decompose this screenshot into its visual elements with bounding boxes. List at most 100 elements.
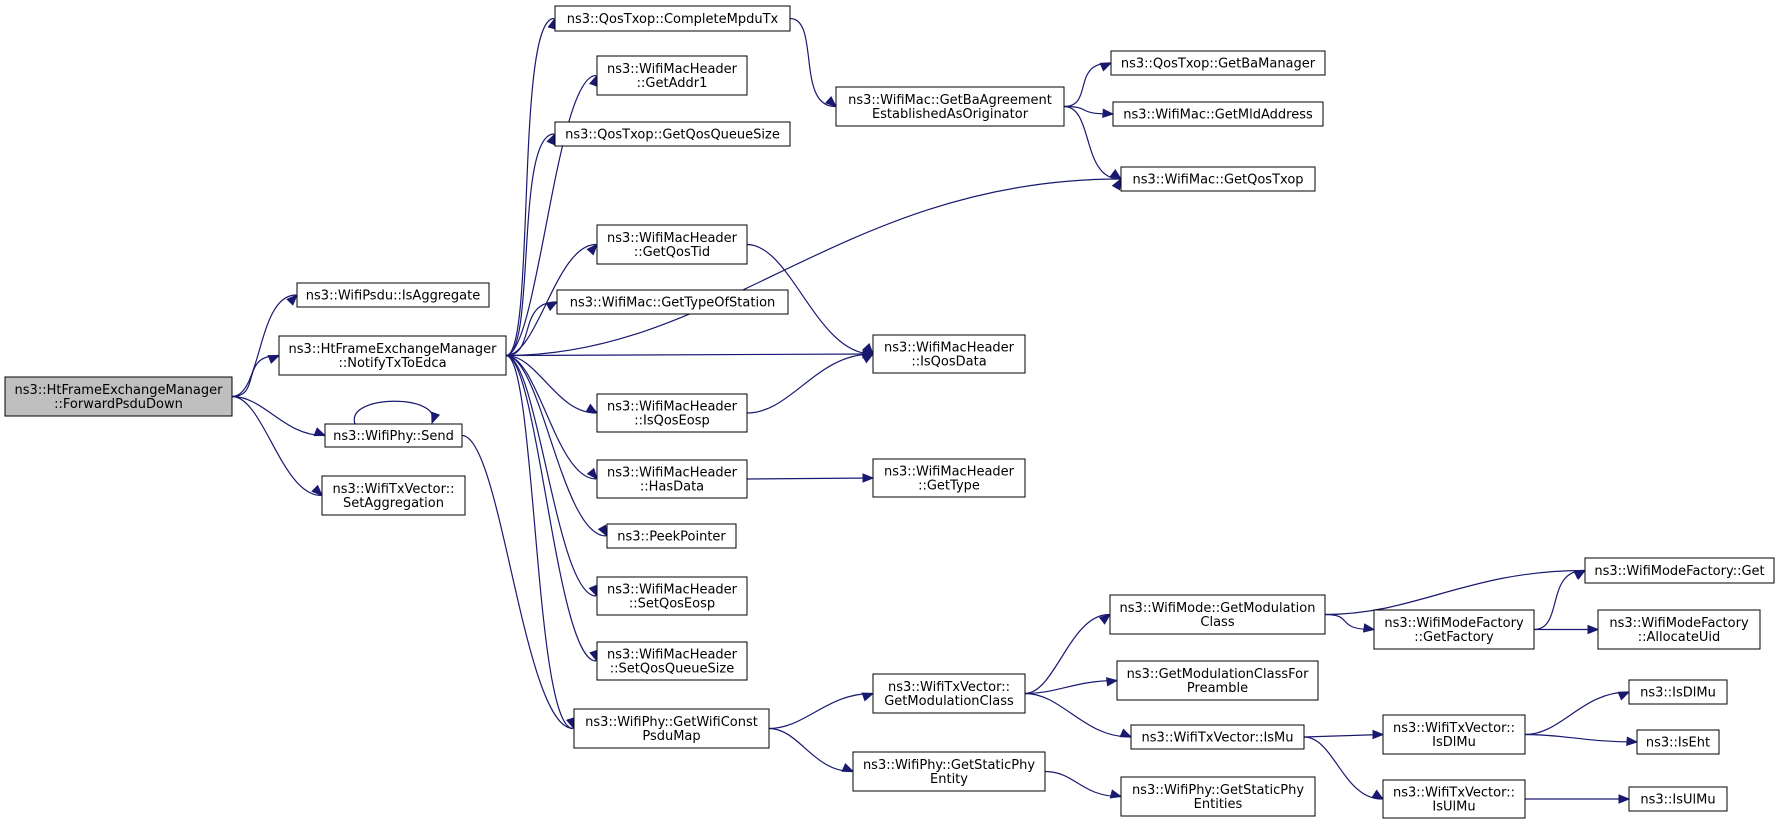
edge-completempdu-to-getbaagreement bbox=[789, 17, 838, 108]
node-label-line: GetModulationClass bbox=[884, 694, 1014, 709]
node-box bbox=[1373, 609, 1535, 650]
node-label-line: ns3::WifiMacHeader bbox=[607, 648, 738, 663]
edge-root-to-notifytx bbox=[231, 354, 281, 398]
node-label-line: ns3::WifiMode::GetModulation bbox=[1120, 601, 1316, 616]
edge-getwificonst-to-getmodclass-tx bbox=[768, 692, 875, 730]
node-isaggregate[interactable]: ns3::WifiPsdu::IsAggregate bbox=[296, 282, 490, 308]
node-iseht[interactable]: ns3::IsEht bbox=[1636, 729, 1720, 755]
node-label-line: ::SetQosQueueSize bbox=[610, 662, 734, 677]
node-box bbox=[4, 376, 233, 417]
node-box bbox=[1120, 166, 1316, 192]
edge-notifytx-to-gettypeofstation bbox=[505, 301, 559, 357]
node-box bbox=[1382, 714, 1526, 755]
node-setaggregation[interactable]: ns3::WifiTxVector::SetAggregation bbox=[321, 475, 466, 516]
edge-getbaagreement-to-getbamanager bbox=[1063, 62, 1113, 108]
node-isqosdata[interactable]: ns3::WifiMacHeader::IsQosData bbox=[872, 334, 1026, 374]
node-gettypeofstation[interactable]: ns3::WifiMac::GetTypeOfStation bbox=[556, 289, 789, 315]
node-box bbox=[596, 576, 748, 616]
node-label-line: ns3::WifiTxVector:: bbox=[1393, 786, 1515, 801]
node-getmodclass-mode[interactable]: ns3::WifiMode::GetModulationClass bbox=[1109, 594, 1326, 635]
node-label-line: ns3::WifiMacHeader bbox=[884, 341, 1015, 356]
node-getmodclass-tx[interactable]: ns3::WifiTxVector::GetModulationClass bbox=[872, 673, 1026, 714]
node-box bbox=[596, 393, 748, 433]
edge-getstaticphyentity-to-getstaticphyentities bbox=[1044, 770, 1123, 799]
node-label-line: ns3::WifiMacHeader bbox=[607, 466, 738, 481]
node-label-line: IsUlMu bbox=[1432, 800, 1475, 815]
node-completempdu[interactable]: ns3::QosTxop::CompleteMpduTx bbox=[554, 5, 791, 32]
node-factoryget[interactable]: ns3::WifiModeFactory::Get bbox=[1584, 557, 1775, 584]
edge-isdlmu-tx-to-isdlmu bbox=[1524, 691, 1631, 736]
node-box bbox=[872, 458, 1026, 498]
node-label-line: ns3::WifiPhy::GetWifiConst bbox=[585, 715, 758, 730]
node-getbamanager[interactable]: ns3::QosTxop::GetBaManager bbox=[1110, 50, 1326, 76]
node-label-line: ns3::WifiMacHeader bbox=[607, 231, 738, 246]
edge-getbaagreement-to-getqostxop bbox=[1063, 105, 1123, 180]
node-getqosqueuesize[interactable]: ns3::QosTxop::GetQosQueueSize bbox=[554, 121, 791, 147]
node-ismu[interactable]: ns3::WifiTxVector::IsMu bbox=[1130, 724, 1305, 750]
edge-getqostid-to-isqosdata bbox=[746, 243, 874, 355]
edge-isdlmu-tx-to-iseht bbox=[1524, 733, 1639, 746]
node-box bbox=[1110, 50, 1326, 76]
node-label-line: ns3::GetModulationClassFor bbox=[1127, 667, 1310, 682]
node-box bbox=[278, 335, 507, 376]
node-label-line: ns3::WifiMacHeader bbox=[607, 400, 738, 415]
edge-root-to-setaggregation bbox=[231, 395, 323, 497]
node-label-line: ns3::WifiPhy::GetStaticPhy bbox=[1132, 783, 1304, 798]
node-isdlmu[interactable]: ns3::IsDlMu bbox=[1628, 679, 1728, 705]
node-setqoseosp[interactable]: ns3::WifiMacHeader::SetQosEosp bbox=[596, 576, 748, 616]
node-getmldaddress[interactable]: ns3::WifiMac::GetMldAddress bbox=[1112, 101, 1324, 127]
node-root[interactable]: ns3::HtFrameExchangeManager::ForwardPsdu… bbox=[4, 376, 233, 417]
call-graph-edges bbox=[231, 17, 1639, 804]
node-getqostxop[interactable]: ns3::WifiMac::GetQosTxop bbox=[1120, 166, 1316, 192]
node-box bbox=[606, 523, 737, 549]
node-label-line: ns3::QosTxop::GetQosQueueSize bbox=[565, 128, 780, 143]
node-label-line: ::AllocateUid bbox=[1638, 630, 1720, 645]
node-isulmu-tx[interactable]: ns3::WifiTxVector::IsUlMu bbox=[1382, 779, 1526, 819]
node-setqosqueuesize[interactable]: ns3::WifiMacHeader::SetQosQueueSize bbox=[596, 641, 748, 681]
node-send[interactable]: ns3::WifiPhy::Send bbox=[324, 423, 463, 448]
node-label-line: ns3::WifiTxVector:: bbox=[1393, 721, 1515, 736]
node-allocateuid[interactable]: ns3::WifiModeFactory::AllocateUid bbox=[1597, 609, 1761, 650]
node-box bbox=[1628, 679, 1728, 705]
node-isqoseosp[interactable]: ns3::WifiMacHeader::IsQosEosp bbox=[596, 393, 748, 433]
node-getfactory[interactable]: ns3::WifiModeFactory::GetFactory bbox=[1373, 609, 1535, 650]
node-label-line: ::GetFactory bbox=[1414, 630, 1494, 645]
node-hasdata[interactable]: ns3::WifiMacHeader::HasData bbox=[596, 459, 748, 499]
node-notifytx[interactable]: ns3::HtFrameExchangeManager::NotifyTxToE… bbox=[278, 335, 507, 376]
node-label-line: PsduMap bbox=[642, 729, 700, 744]
node-label-line: ::HasData bbox=[640, 480, 704, 495]
node-label-line: ns3::WifiPhy::Send bbox=[333, 429, 454, 444]
node-label-line: ns3::WifiTxVector::IsMu bbox=[1141, 731, 1293, 746]
edge-root-to-send bbox=[231, 395, 327, 437]
node-isulmu[interactable]: ns3::IsUlMu bbox=[1628, 786, 1728, 812]
node-label-line: ns3::WifiMac::GetTypeOfStation bbox=[570, 296, 776, 311]
node-box bbox=[1628, 786, 1728, 812]
node-peekpointer[interactable]: ns3::PeekPointer bbox=[606, 523, 737, 549]
node-getaddr1[interactable]: ns3::WifiMacHeader::GetAddr1 bbox=[596, 55, 748, 96]
node-label-line: ns3::WifiMac::GetMldAddress bbox=[1123, 108, 1313, 123]
node-box bbox=[1597, 609, 1761, 650]
node-gettype[interactable]: ns3::WifiMacHeader::GetType bbox=[872, 458, 1026, 498]
node-label-line: ns3::IsEht bbox=[1646, 736, 1710, 751]
edge-notifytx-to-setqosqueuesize bbox=[505, 354, 599, 663]
node-box bbox=[872, 334, 1026, 374]
node-box bbox=[872, 673, 1026, 714]
node-isdlmu-tx[interactable]: ns3::WifiTxVector::IsDlMu bbox=[1382, 714, 1526, 755]
node-label-line: ns3::WifiTxVector:: bbox=[332, 482, 454, 497]
node-label-line: SetAggregation bbox=[343, 496, 444, 511]
node-label-line: ns3::WifiPhy::GetStaticPhy bbox=[863, 758, 1035, 773]
node-box bbox=[1116, 660, 1319, 701]
node-label-line: ns3::WifiMacHeader bbox=[607, 62, 738, 77]
node-box bbox=[835, 86, 1065, 127]
edge-getmodclass-mode-to-getfactory bbox=[1324, 613, 1376, 633]
node-getqostid[interactable]: ns3::WifiMacHeader::GetQosTid bbox=[596, 224, 748, 265]
node-getbaagreement[interactable]: ns3::WifiMac::GetBaAgreementEstablishedA… bbox=[835, 86, 1065, 127]
node-label-line: ::SetQosEosp bbox=[629, 597, 715, 612]
node-label-line: ns3::WifiTxVector:: bbox=[888, 680, 1010, 695]
node-box bbox=[296, 282, 490, 308]
edge-isulmu-tx-to-isulmu bbox=[1525, 794, 1631, 804]
